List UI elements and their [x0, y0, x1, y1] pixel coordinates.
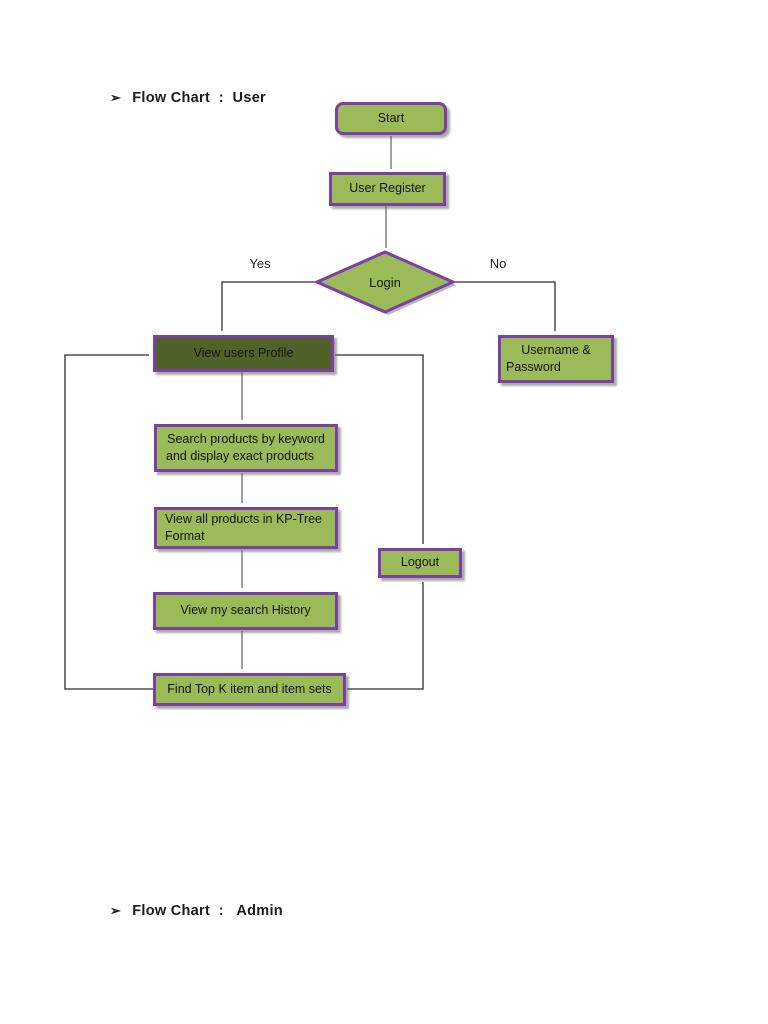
- node-start-label: Start: [377, 110, 405, 125]
- flowchart-user-heading: ➢ Flow Chart : User: [110, 90, 266, 106]
- node-find-top-k-label: Find Top K item and item sets: [167, 681, 332, 696]
- node-find-top-k: Find Top K item and item sets: [153, 673, 346, 706]
- node-search-products: Search products by keyword and display e…: [154, 424, 338, 472]
- node-logout: Logout: [378, 548, 462, 578]
- edge-label-no: No: [489, 256, 507, 271]
- node-view-all-products-line2: Format: [165, 529, 205, 543]
- edge-login-yes-to-profile: [221, 281, 317, 331]
- login-decision-shape: [313, 250, 457, 314]
- node-view-users-profile: View users Profile: [153, 335, 334, 372]
- node-search-products-line2: and display exact products: [166, 449, 315, 463]
- edge-login-no-to-credentials: [453, 281, 556, 331]
- node-logout-label: Logout: [400, 555, 440, 570]
- node-view-all-products-line1: View all products in KP-Tree: [165, 511, 323, 526]
- node-view-users-profile-label: View users Profile: [193, 345, 294, 360]
- node-start: Start: [335, 102, 447, 135]
- node-username-password-line1: Username &: [521, 342, 591, 357]
- node-user-register: User Register: [329, 172, 446, 206]
- edge-topk-loop-to-profile: [64, 354, 153, 690]
- flowchart-user-heading-text: Flow Chart : User: [132, 90, 267, 106]
- node-user-register-label: User Register: [349, 181, 426, 196]
- edge-profile-to-logout: [335, 354, 424, 544]
- node-view-search-history: View my search History: [153, 592, 338, 630]
- node-login-label: Login: [369, 274, 401, 290]
- flowchart-admin-heading: ➢ Flow Chart : Admin: [110, 903, 283, 919]
- edge-label-yes: Yes: [249, 256, 271, 271]
- node-username-password-line2: Password: [506, 360, 561, 374]
- arrow-bullet-icon: ➢: [110, 903, 122, 918]
- edge-topk-to-logout: [347, 582, 424, 690]
- node-username-password: Username & Password: [498, 335, 614, 383]
- node-search-products-line1: Search products by keyword: [167, 431, 325, 446]
- node-view-all-products: View all products in KP-Tree Format: [154, 507, 338, 549]
- arrow-bullet-icon: ➢: [110, 90, 122, 105]
- flowchart-admin-heading-text: Flow Chart : Admin: [132, 903, 283, 919]
- node-view-search-history-label: View my search History: [180, 603, 311, 618]
